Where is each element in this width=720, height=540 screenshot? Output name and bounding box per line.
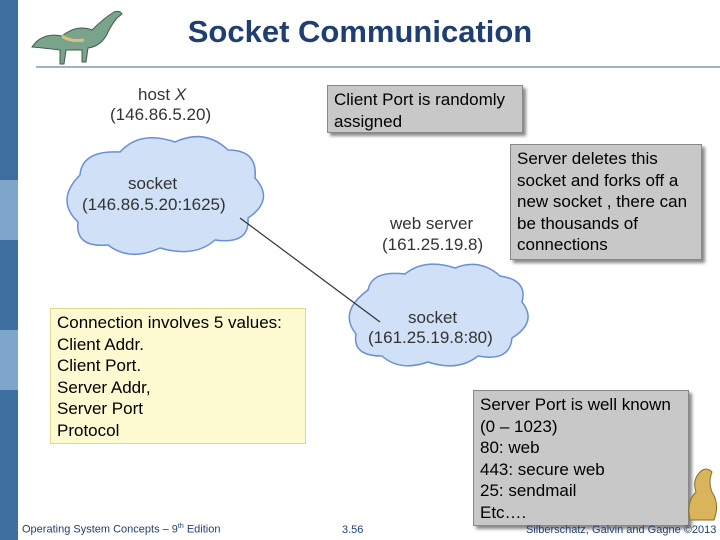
note-client-port: Client Port is randomly assigned: [327, 85, 523, 133]
host-ip: (146.86.5.20): [110, 105, 211, 124]
server-cloud: [348, 263, 529, 367]
left-sidebar-bar: [0, 0, 18, 540]
title-divider: [36, 66, 720, 68]
sidebar-highlight: [0, 180, 18, 240]
footer-course: Operating System Concepts – 9th Edition: [22, 523, 221, 536]
note-server-port: Server Port is well known (0 – 1023) 80:…: [473, 390, 689, 526]
dinosaur-corner-icon: [688, 468, 718, 521]
web-server-label: web server: [389, 214, 473, 233]
sidebar-highlight: [0, 330, 18, 390]
server-socket-label: socket: [408, 308, 457, 327]
client-cloud: [66, 135, 265, 255]
host-label: host X: [138, 85, 187, 104]
client-socket-addr: (146.86.5.20:1625): [82, 195, 226, 214]
footer-authors: Silberschatz, Galvin and Gagne ©2013: [526, 524, 717, 536]
server-socket-addr: (161.25.19.8:80): [368, 328, 493, 347]
connection-line: [239, 217, 381, 323]
note-connection-values: Connection involves 5 values: Client Add…: [50, 308, 306, 444]
page-title: Socket Communication: [187, 14, 533, 49]
dinosaur-logo: [31, 10, 123, 65]
footer-page-number: 3.56: [342, 524, 364, 536]
client-socket-label: socket: [128, 174, 177, 193]
note-server-deletes: Server deletes this socket and forks off…: [510, 144, 702, 260]
web-server-ip: (161.25.19.8): [382, 235, 483, 254]
